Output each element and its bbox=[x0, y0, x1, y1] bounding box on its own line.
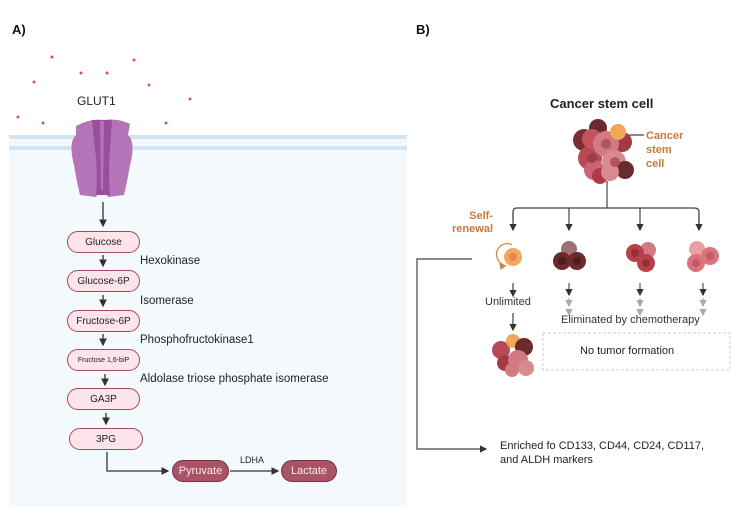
self-renewal-label: Self- renewal bbox=[452, 210, 493, 235]
metabolite-fructose-16-bip: Fructose 1,6-biP bbox=[67, 349, 140, 371]
panel-b-title: Cancer stem cell bbox=[550, 96, 654, 111]
self-renewal-cell-icon bbox=[495, 242, 522, 270]
glut1-label: GLUT1 bbox=[77, 94, 116, 108]
cancer-stem-cell-icon bbox=[610, 124, 626, 140]
glucose-dot bbox=[50, 55, 54, 59]
enzyme-phosphofructokinase1: Phosphofructokinase1 bbox=[140, 334, 254, 346]
glucose-dot bbox=[16, 115, 20, 119]
enzyme-isomerase: Isomerase bbox=[140, 295, 194, 307]
membrane-outer-layer bbox=[9, 135, 407, 139]
glut1-transporter-icon bbox=[71, 119, 133, 197]
enzyme-ldha: LDHA bbox=[240, 455, 265, 465]
membrane-inner-layer bbox=[9, 146, 407, 150]
new-tumor-cluster-icon bbox=[492, 334, 534, 377]
glucose-dot bbox=[41, 121, 45, 125]
metabolite-fructose-6p: Fructose-6P bbox=[67, 310, 140, 332]
eliminated-label: Eliminated by chemotherapy bbox=[561, 314, 700, 326]
pink-cell-cluster-icon bbox=[687, 241, 719, 272]
panel-a-label: A) bbox=[12, 22, 26, 37]
glucose-dot bbox=[105, 71, 109, 75]
glucose-dot bbox=[164, 121, 168, 125]
no-tumor-box bbox=[542, 332, 731, 371]
metabolite-lactate: Lactate bbox=[281, 460, 337, 482]
tumor-cluster-icon bbox=[573, 119, 634, 184]
glucose-molecules bbox=[16, 55, 192, 125]
glucose-dot bbox=[79, 71, 83, 75]
enzyme-hexokinase: Hexokinase bbox=[140, 255, 201, 267]
glucose-dot bbox=[188, 97, 192, 101]
glucose-dot bbox=[132, 58, 136, 62]
metabolite-pyruvate: Pyruvate bbox=[172, 460, 229, 482]
metabolite-glucose-6p: Glucose-6P bbox=[67, 270, 140, 292]
unlimited-label: Unlimited bbox=[485, 296, 531, 308]
metabolite-3pg: 3PG bbox=[69, 428, 143, 450]
csc-callout-label: Cancer stem cell bbox=[646, 130, 684, 170]
glucose-dot bbox=[147, 83, 151, 87]
no-tumor-label: No tumor formation bbox=[580, 345, 675, 357]
red-cell-cluster-icon bbox=[626, 242, 656, 272]
metabolite-ga3p: GA3P bbox=[67, 388, 140, 410]
metabolite-glucose: Glucose bbox=[67, 231, 140, 253]
dark-cell-cluster-icon bbox=[553, 241, 586, 270]
enzyme-aldolase: Aldolase triose phosphate isomerase bbox=[140, 373, 329, 385]
panel-b-label: B) bbox=[416, 22, 430, 37]
markers-text: Enriched fo CD133, CD44, CD24, CD117, an… bbox=[500, 440, 705, 466]
glucose-dot bbox=[32, 80, 36, 84]
